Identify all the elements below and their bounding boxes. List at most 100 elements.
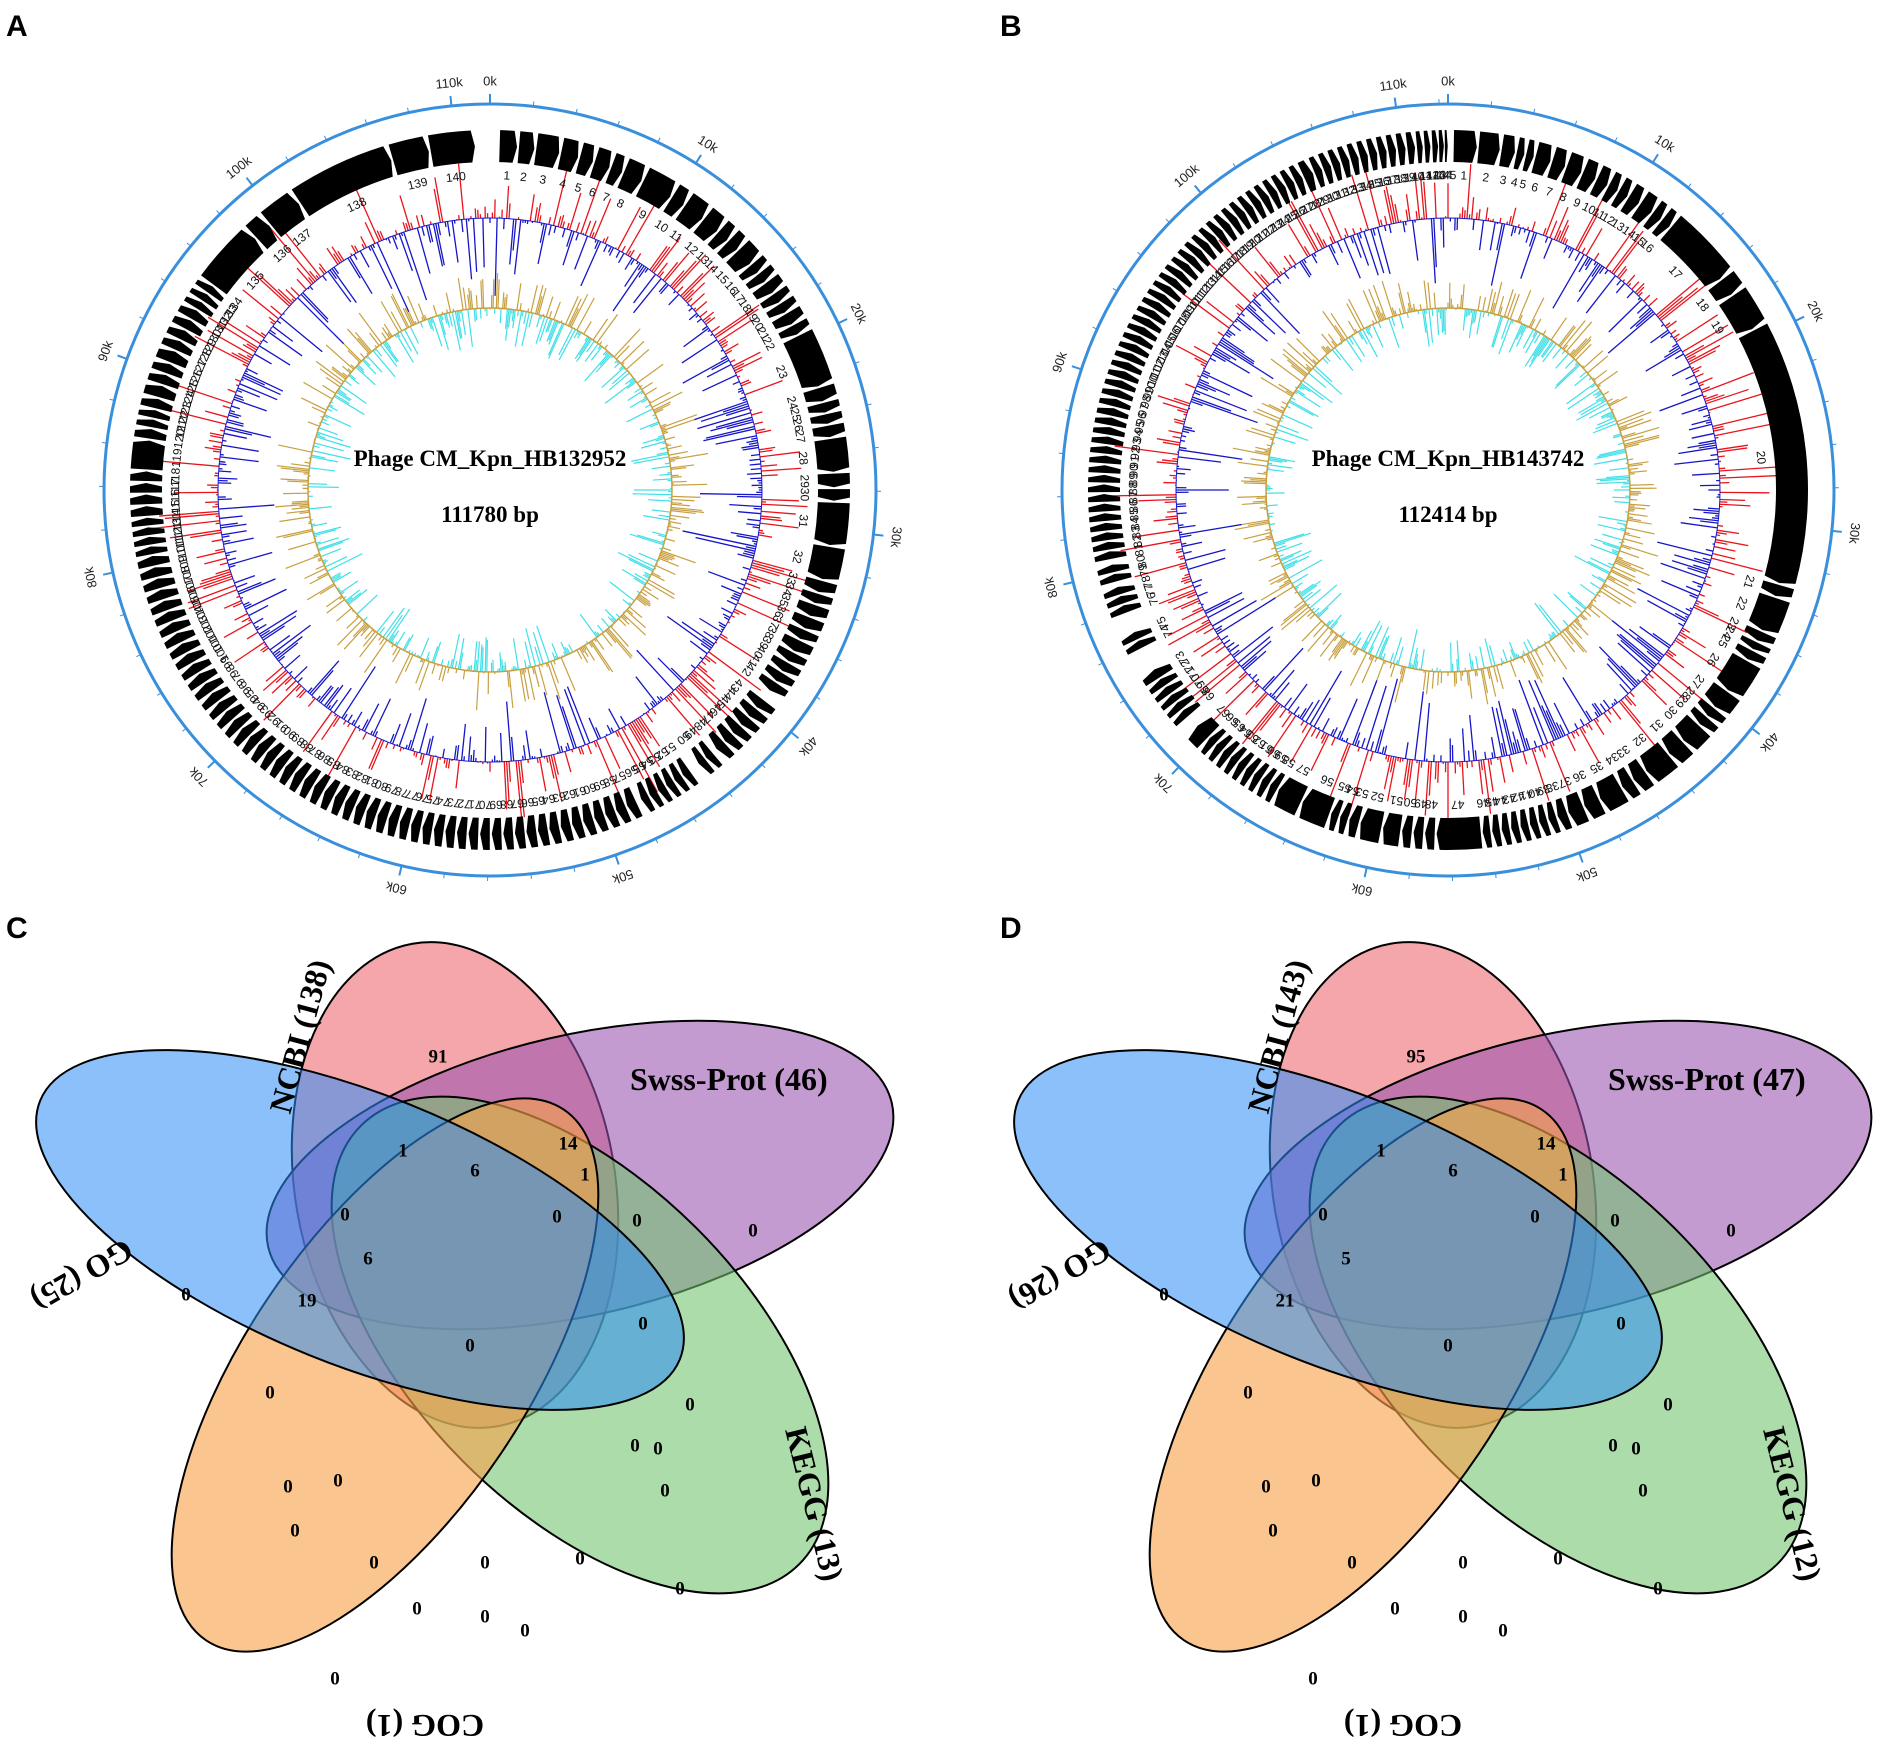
gc-content-bar (327, 705, 332, 710)
venn-region-count: 0 (1347, 1552, 1357, 1573)
gene-arrow (269, 749, 294, 779)
gene-label: 39 (756, 633, 775, 652)
gc-skew-bar (536, 625, 550, 663)
gc-content-bar (1692, 472, 1720, 476)
gc-skew-bar (1603, 583, 1637, 604)
gc-content-bar (1682, 324, 1729, 353)
gc-skew-bar (390, 295, 408, 329)
gene-label: 3 (1499, 173, 1508, 188)
gc-skew-bar (317, 572, 329, 579)
gc-content-bar (234, 612, 248, 621)
gene-arrow (817, 489, 851, 501)
gc-skew-bar (626, 381, 637, 390)
gc-skew-bar (583, 321, 592, 335)
gc-content-bar (553, 225, 557, 234)
gc-content-bar (620, 715, 627, 726)
axis-tick (1691, 789, 1695, 794)
gc-skew-bar (1587, 560, 1611, 574)
axis-tick (1171, 766, 1180, 775)
gc-content-bar (1402, 221, 1406, 233)
gc-content-bar (760, 464, 778, 467)
gc-skew-bar (1363, 620, 1381, 652)
gene-arrow (708, 730, 735, 759)
axis-tick (1490, 101, 1493, 107)
gc-skew-bar (1394, 310, 1397, 316)
gc-content-bar (699, 310, 708, 318)
gc-content-bar (1247, 305, 1265, 322)
gc-skew-bar (322, 559, 329, 564)
gc-skew-bar (383, 341, 399, 362)
gc-content-bar (1523, 229, 1526, 233)
gc-skew-bar (1314, 365, 1333, 383)
gene-arrow (1708, 270, 1743, 302)
gc-skew-bar (1587, 606, 1601, 618)
gene-arrow (1522, 139, 1535, 172)
gc-skew-bar (1520, 324, 1526, 335)
gc-skew-bar (536, 296, 543, 315)
gc-content-bar (1512, 742, 1517, 754)
gene-arrow (194, 677, 225, 701)
gc-content-bar (1688, 423, 1713, 431)
gc-content-bar (1178, 524, 1196, 529)
gc-content-bar (1423, 181, 1428, 219)
gc-skew-bar (1269, 574, 1288, 586)
gc-skew-bar (288, 541, 316, 551)
gc-skew-bar (1250, 479, 1267, 482)
gc-skew-bar (313, 553, 320, 557)
gene-arrow (411, 810, 424, 843)
gene-arrow (575, 142, 595, 177)
gc-content-bar (752, 559, 793, 572)
gc-content-bar (1390, 195, 1397, 224)
axis-tick (1533, 108, 1536, 114)
gc-skew-bar (548, 320, 558, 341)
gc-content-bar (595, 740, 621, 797)
gene-label: 99 (1140, 384, 1158, 401)
gc-content-bar (624, 257, 633, 270)
gc-content-bar (1179, 446, 1187, 450)
venn-set-go (1013, 1049, 1663, 1411)
gc-content-bar (639, 716, 661, 747)
gc-skew-bar (1579, 371, 1587, 378)
gc-content-bar (1617, 642, 1651, 673)
gc-content-bar (410, 222, 414, 230)
gc-content-bar (1559, 724, 1566, 736)
gc-skew-bar (1352, 647, 1358, 656)
gc-skew-bar (639, 421, 659, 430)
gc-content-bar (359, 250, 370, 268)
gc-skew-bar (1415, 661, 1419, 670)
gc-content-bar (1668, 345, 1680, 353)
axis-tick (614, 854, 620, 865)
gc-content-bar (681, 265, 715, 299)
gc-skew-bar (1583, 610, 1592, 617)
gc-skew-bar (1629, 503, 1651, 507)
gc-content-bar (465, 218, 473, 280)
gc-skew-bar (404, 329, 419, 355)
gc-skew-bar (362, 359, 377, 375)
panel-letter-a: A (6, 10, 28, 43)
gc-content-bar (207, 329, 254, 357)
gc-content-bar (1685, 615, 1689, 619)
gc-content-bar (394, 234, 397, 240)
gc-skew-bar (642, 436, 665, 444)
gc-skew-bar (356, 365, 365, 374)
gc-content-bar (594, 239, 597, 243)
gc-content-bar (749, 458, 761, 462)
gene-arrow (445, 815, 457, 849)
gc-content-bar (742, 552, 755, 557)
gc-content-bar (761, 503, 808, 508)
gc-content-bar (1213, 351, 1250, 374)
gc-content-bar (615, 250, 621, 258)
gene-arrow (1215, 740, 1240, 769)
gene-arrow (517, 131, 535, 165)
gene-arrow (1256, 767, 1278, 798)
gc-content-bar (563, 689, 586, 746)
gc-skew-bar (404, 307, 414, 326)
gc-content-bar (696, 666, 715, 682)
gene-arrow (1511, 810, 1523, 844)
gc-content-bar (1281, 712, 1293, 728)
gc-content-bar (1611, 620, 1662, 660)
gc-skew-bar (591, 640, 614, 673)
venn-region-count: 0 (333, 1470, 343, 1491)
gc-content-bar (270, 305, 283, 316)
gc-content-bar (234, 641, 265, 663)
